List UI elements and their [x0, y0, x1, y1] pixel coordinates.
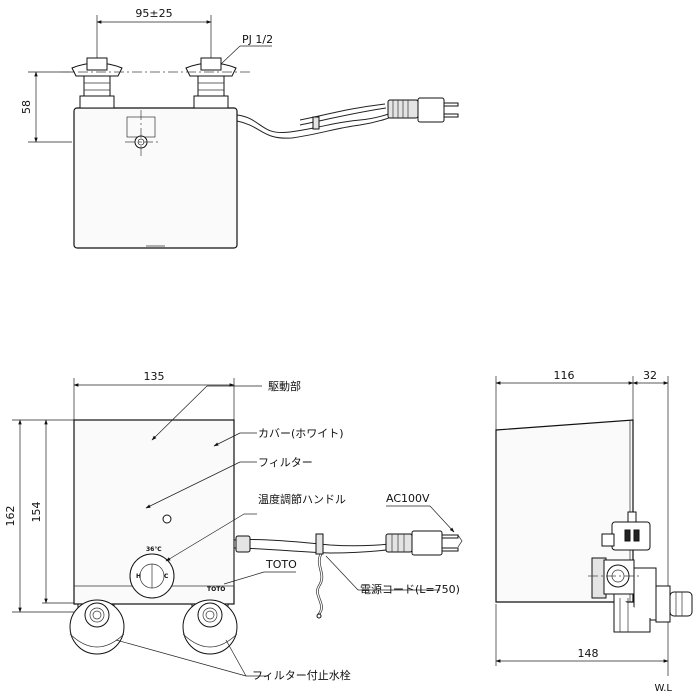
dim-side-depth-label: 148: [578, 647, 599, 660]
dim-top-height-label: 58: [20, 100, 33, 114]
dial-h-label: H: [136, 573, 141, 580]
front-valve-left: [69, 599, 125, 655]
callout-temp-handle: 温度調節ハンドル: [165, 492, 346, 562]
cover-label: カバー(ホワイト): [258, 427, 344, 440]
top-view-body: [73, 107, 238, 249]
dim-side-offset: 32: [632, 369, 669, 676]
dim-front-width: 135: [73, 370, 235, 420]
pipe-thread-label: PJ 1/2: [242, 33, 273, 46]
front-power-cord: [233, 530, 463, 619]
top-view: 95±25 58: [20, 7, 459, 249]
dim-side-offset-label: 32: [643, 369, 657, 382]
front-valve-right: [182, 599, 238, 655]
drive-unit-label: 駆動部: [268, 379, 301, 393]
temperature-dial: 36℃ H C TOTO: [129, 546, 225, 599]
callout-filter-stop-valve: フィルター付止水栓: [115, 639, 351, 682]
callout-drive-unit: 駆動部: [151, 379, 301, 441]
dim-front-height-outer-label: 162: [4, 506, 17, 527]
dim-front-height-inner-label: 154: [30, 502, 43, 523]
callout-cover: カバー(ホワイト): [213, 427, 344, 447]
filter-access-hole: [162, 514, 172, 524]
callout-ac-voltage: AC100V: [386, 492, 455, 533]
dim-side-depth: 148: [495, 604, 669, 666]
dim-top-width-label: 95±25: [135, 7, 172, 20]
dim-front-height-outer: 162: [4, 419, 74, 613]
dial-temp-label: 36℃: [146, 546, 162, 553]
callout-filter: フィルター: [145, 456, 313, 509]
dim-side-width-label: 116: [554, 369, 575, 382]
side-valve: [588, 557, 693, 633]
water-level-label: W.L: [655, 683, 673, 694]
callout-power-cord: 電源コード(L=750): [325, 555, 460, 596]
filter-label: フィルター: [258, 456, 313, 469]
dial-brand-label: TOTO: [207, 586, 225, 593]
dial-c-label: C: [164, 573, 169, 580]
side-view: 116 32 148 W.L: [495, 369, 693, 694]
power-cord-label: 電源コード(L=750): [360, 582, 460, 596]
side-view-body: [495, 419, 634, 603]
side-receptacle: [601, 511, 651, 551]
temp-handle-label: 温度調節ハンドル: [258, 492, 346, 506]
ac-voltage-label: AC100V: [386, 492, 430, 505]
top-inlet-left: [71, 57, 123, 109]
top-inlet-right: [185, 57, 237, 109]
top-power-cord: [236, 97, 459, 139]
top-screw: [125, 110, 158, 158]
dim-top-width: 95±25: [96, 7, 212, 58]
front-view: 135 162 154 36℃ H C TOTO: [4, 370, 463, 682]
dim-front-width-label: 135: [144, 370, 165, 383]
filter-stop-valve-label: フィルター付止水栓: [252, 668, 351, 682]
callout-brand: TOTO: [223, 558, 297, 585]
dim-top-height: 58: [20, 71, 80, 143]
dim-front-height-inner: 154: [30, 419, 74, 604]
dim-side-width: 116: [495, 369, 634, 430]
pipe-thread-callout: PJ 1/2: [220, 33, 273, 65]
brand-label: TOTO: [265, 558, 297, 571]
